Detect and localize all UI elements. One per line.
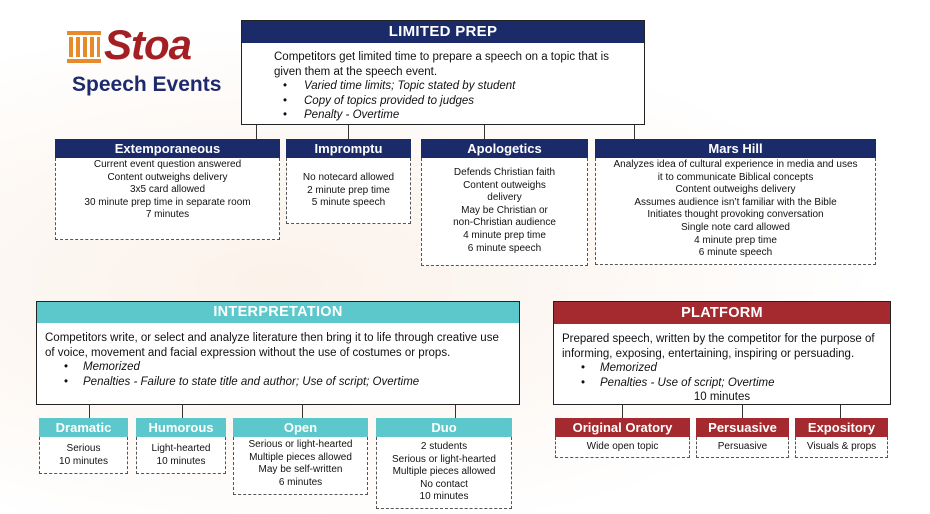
- event-apologetics: Apologetics Defends Christian faith Cont…: [421, 139, 588, 266]
- event-title: Mars Hill: [595, 139, 876, 158]
- connector-line: [484, 124, 485, 139]
- bullet-item: •Copy of topics provided to judges: [282, 94, 475, 107]
- bullet-item: •Penalties - Failure to state title and …: [63, 375, 420, 388]
- event-details: Serious 10 minutes: [39, 437, 128, 474]
- event-title: Original Oratory: [555, 418, 690, 437]
- event-mars-hill: Mars Hill Analyzes idea of cultural expe…: [595, 139, 876, 265]
- bullet-item: •Penalties - Use of script; Overtime: [580, 376, 775, 389]
- columns-icon: [66, 31, 102, 63]
- interpretation-box: INTERPRETATION Competitors write, or sel…: [36, 301, 520, 405]
- limited-prep-description: Competitors get limited time to prepare …: [274, 51, 609, 78]
- platform-time: 10 minutes: [693, 391, 751, 403]
- bullet-item: •Penalty - Overtime: [282, 109, 400, 121]
- event-details: Wide open topic: [555, 437, 690, 458]
- event-details: Visuals & props: [795, 437, 888, 458]
- bullet-item: •Memorized: [580, 362, 657, 374]
- event-title: Duo: [376, 418, 512, 437]
- event-persuasive: Persuasive Persuasive: [696, 418, 789, 458]
- page-title: Speech Events: [72, 73, 222, 96]
- event-extemporaneous: Extemporaneous Current event question an…: [55, 139, 280, 240]
- event-duo: Duo 2 students Serious or light-hearted …: [376, 418, 512, 509]
- interpretation-title: INTERPRETATION: [37, 302, 519, 323]
- limited-prep-box: LIMITED PREP Competitors get limited tim…: [241, 20, 645, 125]
- event-details: Analyzes idea of cultural experience in …: [595, 158, 876, 265]
- event-title: Humorous: [136, 418, 226, 437]
- connector-line: [89, 404, 90, 418]
- connector-line: [634, 124, 635, 139]
- event-details: Current event question answered Content …: [55, 158, 280, 240]
- bullet-item: •Memorized: [63, 361, 140, 373]
- limited-prep-text: Competitors get limited time to prepare …: [242, 43, 644, 123]
- platform-description: Prepared speech, written by the competit…: [562, 333, 875, 360]
- connector-line: [455, 404, 456, 418]
- platform-text: Prepared speech, written by the competit…: [554, 324, 890, 405]
- event-details: Persuasive: [696, 437, 789, 458]
- event-title: Open: [233, 418, 368, 437]
- event-details: Defends Christian faith Content outweigh…: [421, 158, 588, 266]
- limited-prep-title: LIMITED PREP: [242, 21, 644, 43]
- event-impromptu: Impromptu No notecard allowed 2 minute p…: [286, 139, 411, 224]
- connector-line: [256, 124, 257, 139]
- connector-line: [348, 124, 349, 139]
- logo-wordmark: Stoa: [104, 21, 192, 68]
- connector-line: [302, 404, 303, 418]
- connector-line: [742, 404, 743, 418]
- connector-line: [840, 404, 841, 418]
- event-humorous: Humorous Light-hearted 10 minutes: [136, 418, 226, 474]
- interpretation-description: Competitors write, or select and analyze…: [45, 332, 499, 359]
- bullet-item: •Varied time limits; Topic stated by stu…: [282, 80, 516, 92]
- event-expository: Expository Visuals & props: [795, 418, 888, 458]
- event-title: Dramatic: [39, 418, 128, 437]
- event-title: Expository: [795, 418, 888, 437]
- event-details: Light-hearted 10 minutes: [136, 437, 226, 474]
- event-title: Extemporaneous: [55, 139, 280, 158]
- platform-title: PLATFORM: [554, 302, 890, 324]
- platform-box: PLATFORM Prepared speech, written by the…: [553, 301, 891, 405]
- event-details: 2 students Serious or light-hearted Mult…: [376, 437, 512, 509]
- event-title: Persuasive: [696, 418, 789, 437]
- event-title: Impromptu: [286, 139, 411, 158]
- interpretation-text: Competitors write, or select and analyze…: [37, 323, 519, 389]
- connector-line: [182, 404, 183, 418]
- event-details: Serious or light-hearted Multiple pieces…: [233, 437, 368, 495]
- event-title: Apologetics: [421, 139, 588, 158]
- event-details: No notecard allowed 2 minute prep time 5…: [286, 158, 411, 224]
- connector-line: [622, 404, 623, 418]
- event-open: Open Serious or light-hearted Multiple p…: [233, 418, 368, 495]
- event-dramatic: Dramatic Serious 10 minutes: [39, 418, 128, 474]
- event-original-oratory: Original Oratory Wide open topic: [555, 418, 690, 458]
